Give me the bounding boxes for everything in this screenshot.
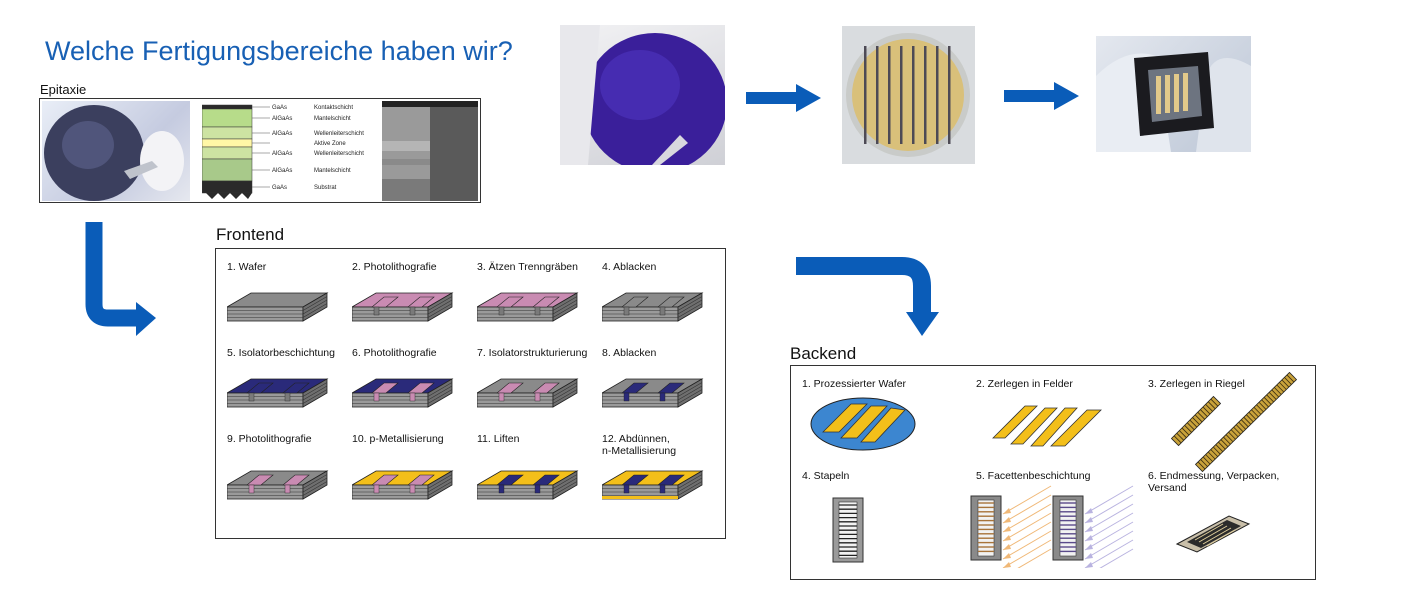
processed-wafer-stripe — [888, 46, 891, 144]
frontend-step-5: 5. Isolatorbeschichtung — [227, 347, 352, 408]
backend-step-6-label: 6. Endmessung, Verpacken, Versand — [1148, 470, 1280, 494]
processed-wafer-stripe — [864, 46, 867, 144]
epitaxie-layer-0 — [201, 104, 253, 110]
epitaxie-layer-material-6: GaAs — [272, 185, 287, 191]
epitaxie-layer-2 — [201, 126, 253, 140]
processed-wafer-stripe — [936, 46, 939, 144]
frontend-step-12: 12. Abdünnen, n-Metallisierung — [602, 433, 727, 500]
frontend-step-1: 1. Wafer — [227, 261, 352, 322]
arrow-wafer-to-processed — [746, 84, 821, 112]
processed-wafer-stripe — [900, 46, 903, 144]
page-title: Welche Fertigungsbereiche haben wir? — [45, 36, 513, 66]
epitaxie-layer-name-0: Kontaktschicht — [314, 105, 353, 111]
backend-processed-wafer — [810, 397, 916, 451]
wafer-photo — [560, 25, 725, 165]
frontend-step-3: 3. Ätzen Trenngräben — [477, 261, 602, 322]
frontend-step-6: 6. Photolithografie — [352, 347, 477, 408]
frontend-step-label: 11. Liften — [477, 433, 520, 445]
processed-wafer-stripe — [924, 46, 927, 144]
frontend-step-8: 8. Ablacken — [602, 347, 727, 408]
arrow-frontend-to-backend — [796, 257, 939, 336]
laser-chip-photo — [1096, 36, 1251, 152]
frontend-step-label: 1. Wafer — [227, 261, 267, 273]
frontend-step-11: 11. Liften — [477, 433, 602, 500]
epitaxie-layer-5 — [201, 158, 253, 182]
frontend-step-label: 3. Ätzen Trenngräben — [477, 261, 578, 273]
frontend-step-4: 4. Ablacken — [602, 261, 727, 322]
frontend-step-7: 7. Isolatorstrukturierung — [477, 347, 602, 408]
epitaxie-layer-name-3: Aktive Zone — [314, 141, 346, 147]
processed-wafer-photo — [842, 26, 975, 164]
backend-stack — [832, 497, 864, 563]
frontend-step-illustration — [477, 470, 579, 500]
epitaxie-layer-1 — [201, 108, 253, 128]
frontend-step-label: 6. Photolithografie — [352, 347, 437, 359]
arrow-epitaxie-to-frontend — [85, 222, 156, 336]
epitaxie-layer-4 — [201, 146, 253, 160]
frontend-step-illustration — [477, 378, 579, 408]
processed-wafer-stripe — [876, 46, 879, 144]
backend-fields — [992, 405, 1102, 447]
frontend-step-illustration — [602, 470, 704, 500]
frontend-step-label: 12. Abdünnen, n-Metallisierung — [602, 433, 677, 457]
backend-panel: 1. Prozessierter Wafer 2. Zerlegen in Fe… — [790, 365, 1316, 580]
epitaxie-layer-material-4: AlGaAs — [272, 151, 292, 157]
frontend-step-10: 10. p-Metallisierung — [352, 433, 477, 500]
frontend-step-illustration — [602, 292, 704, 322]
epitaxie-label: Epitaxie — [40, 82, 87, 97]
frontend-step-9: 9. Photolithografie — [227, 433, 352, 500]
frontend-step-illustration — [227, 378, 329, 408]
backend-step-5-label: 5. Facettenbeschichtung — [976, 470, 1091, 482]
epitaxie-layer-name-4: Wellenleiterschicht — [314, 151, 364, 157]
epitaxie-layer-6 — [201, 180, 253, 194]
frontend-step-illustration — [477, 292, 579, 322]
frontend-step-label: 5. Isolatorbeschichtung — [227, 347, 335, 359]
frontend-step-illustration — [352, 470, 454, 500]
epitaxie-layer-material-0: GaAs — [272, 105, 287, 111]
frontend-step-illustration — [352, 292, 454, 322]
epitaxie-layer-name-6: Substrat — [314, 185, 337, 191]
epitaxie-layer-name-5: Mantelschicht — [314, 168, 351, 174]
backend-packaged-chip — [1175, 515, 1251, 553]
frontend-step-label: 10. p-Metallisierung — [352, 433, 444, 445]
epitaxie-wafer-photo — [42, 101, 190, 201]
backend-bars — [1170, 372, 1298, 472]
frontend-step-label: 7. Isolatorstrukturierung — [477, 347, 588, 359]
backend-step-3-label: 3. Zerlegen in Riegel — [1148, 378, 1245, 390]
epitaxie-layer-name-1: Mantelschicht — [314, 116, 351, 122]
frontend-step-label: 8. Ablacken — [602, 347, 657, 359]
frontend-step-label: 2. Photolithografie — [352, 261, 437, 273]
epitaxie-layer-material-5: AlGaAs — [272, 168, 292, 174]
backend-bar-long — [1194, 372, 1298, 472]
frontend-step-label: 9. Photolithografie — [227, 433, 312, 445]
backend-step-4-label: 4. Stapeln — [802, 470, 850, 482]
frontend-step-illustration — [227, 470, 329, 500]
epitaxie-layer-3 — [201, 138, 253, 148]
arrow-processed-to-chip — [1004, 82, 1079, 110]
processed-wafer-stripe — [948, 46, 951, 144]
frontend-step-label: 4. Ablacken — [602, 261, 657, 273]
backend-step-1-label: 1. Prozessierter Wafer — [802, 378, 907, 390]
frontend-label: Frontend — [216, 225, 285, 244]
backend-step-2-label: 2. Zerlegen in Felder — [976, 378, 1073, 390]
frontend-step-illustration — [602, 378, 704, 408]
frontend-step-2: 2. Photolithografie — [352, 261, 477, 322]
frontend-step-illustration — [227, 292, 329, 322]
backend-facet-coating — [970, 485, 1134, 568]
backend-label: Backend — [790, 344, 857, 363]
frontend-step-illustration — [352, 378, 454, 408]
frontend-panel: 1. Wafer 2. Photolithografie 3. Ätzen Tren… — [215, 248, 726, 539]
epitaxie-layer-name-2: Wellenleiterschicht — [314, 131, 364, 137]
epitaxie-sem-image — [382, 101, 478, 201]
processed-wafer-stripe — [912, 46, 915, 144]
epitaxie-layer-material-1: AlGaAs — [272, 116, 292, 122]
epitaxie-layer-material-2: AlGaAs — [272, 131, 292, 137]
